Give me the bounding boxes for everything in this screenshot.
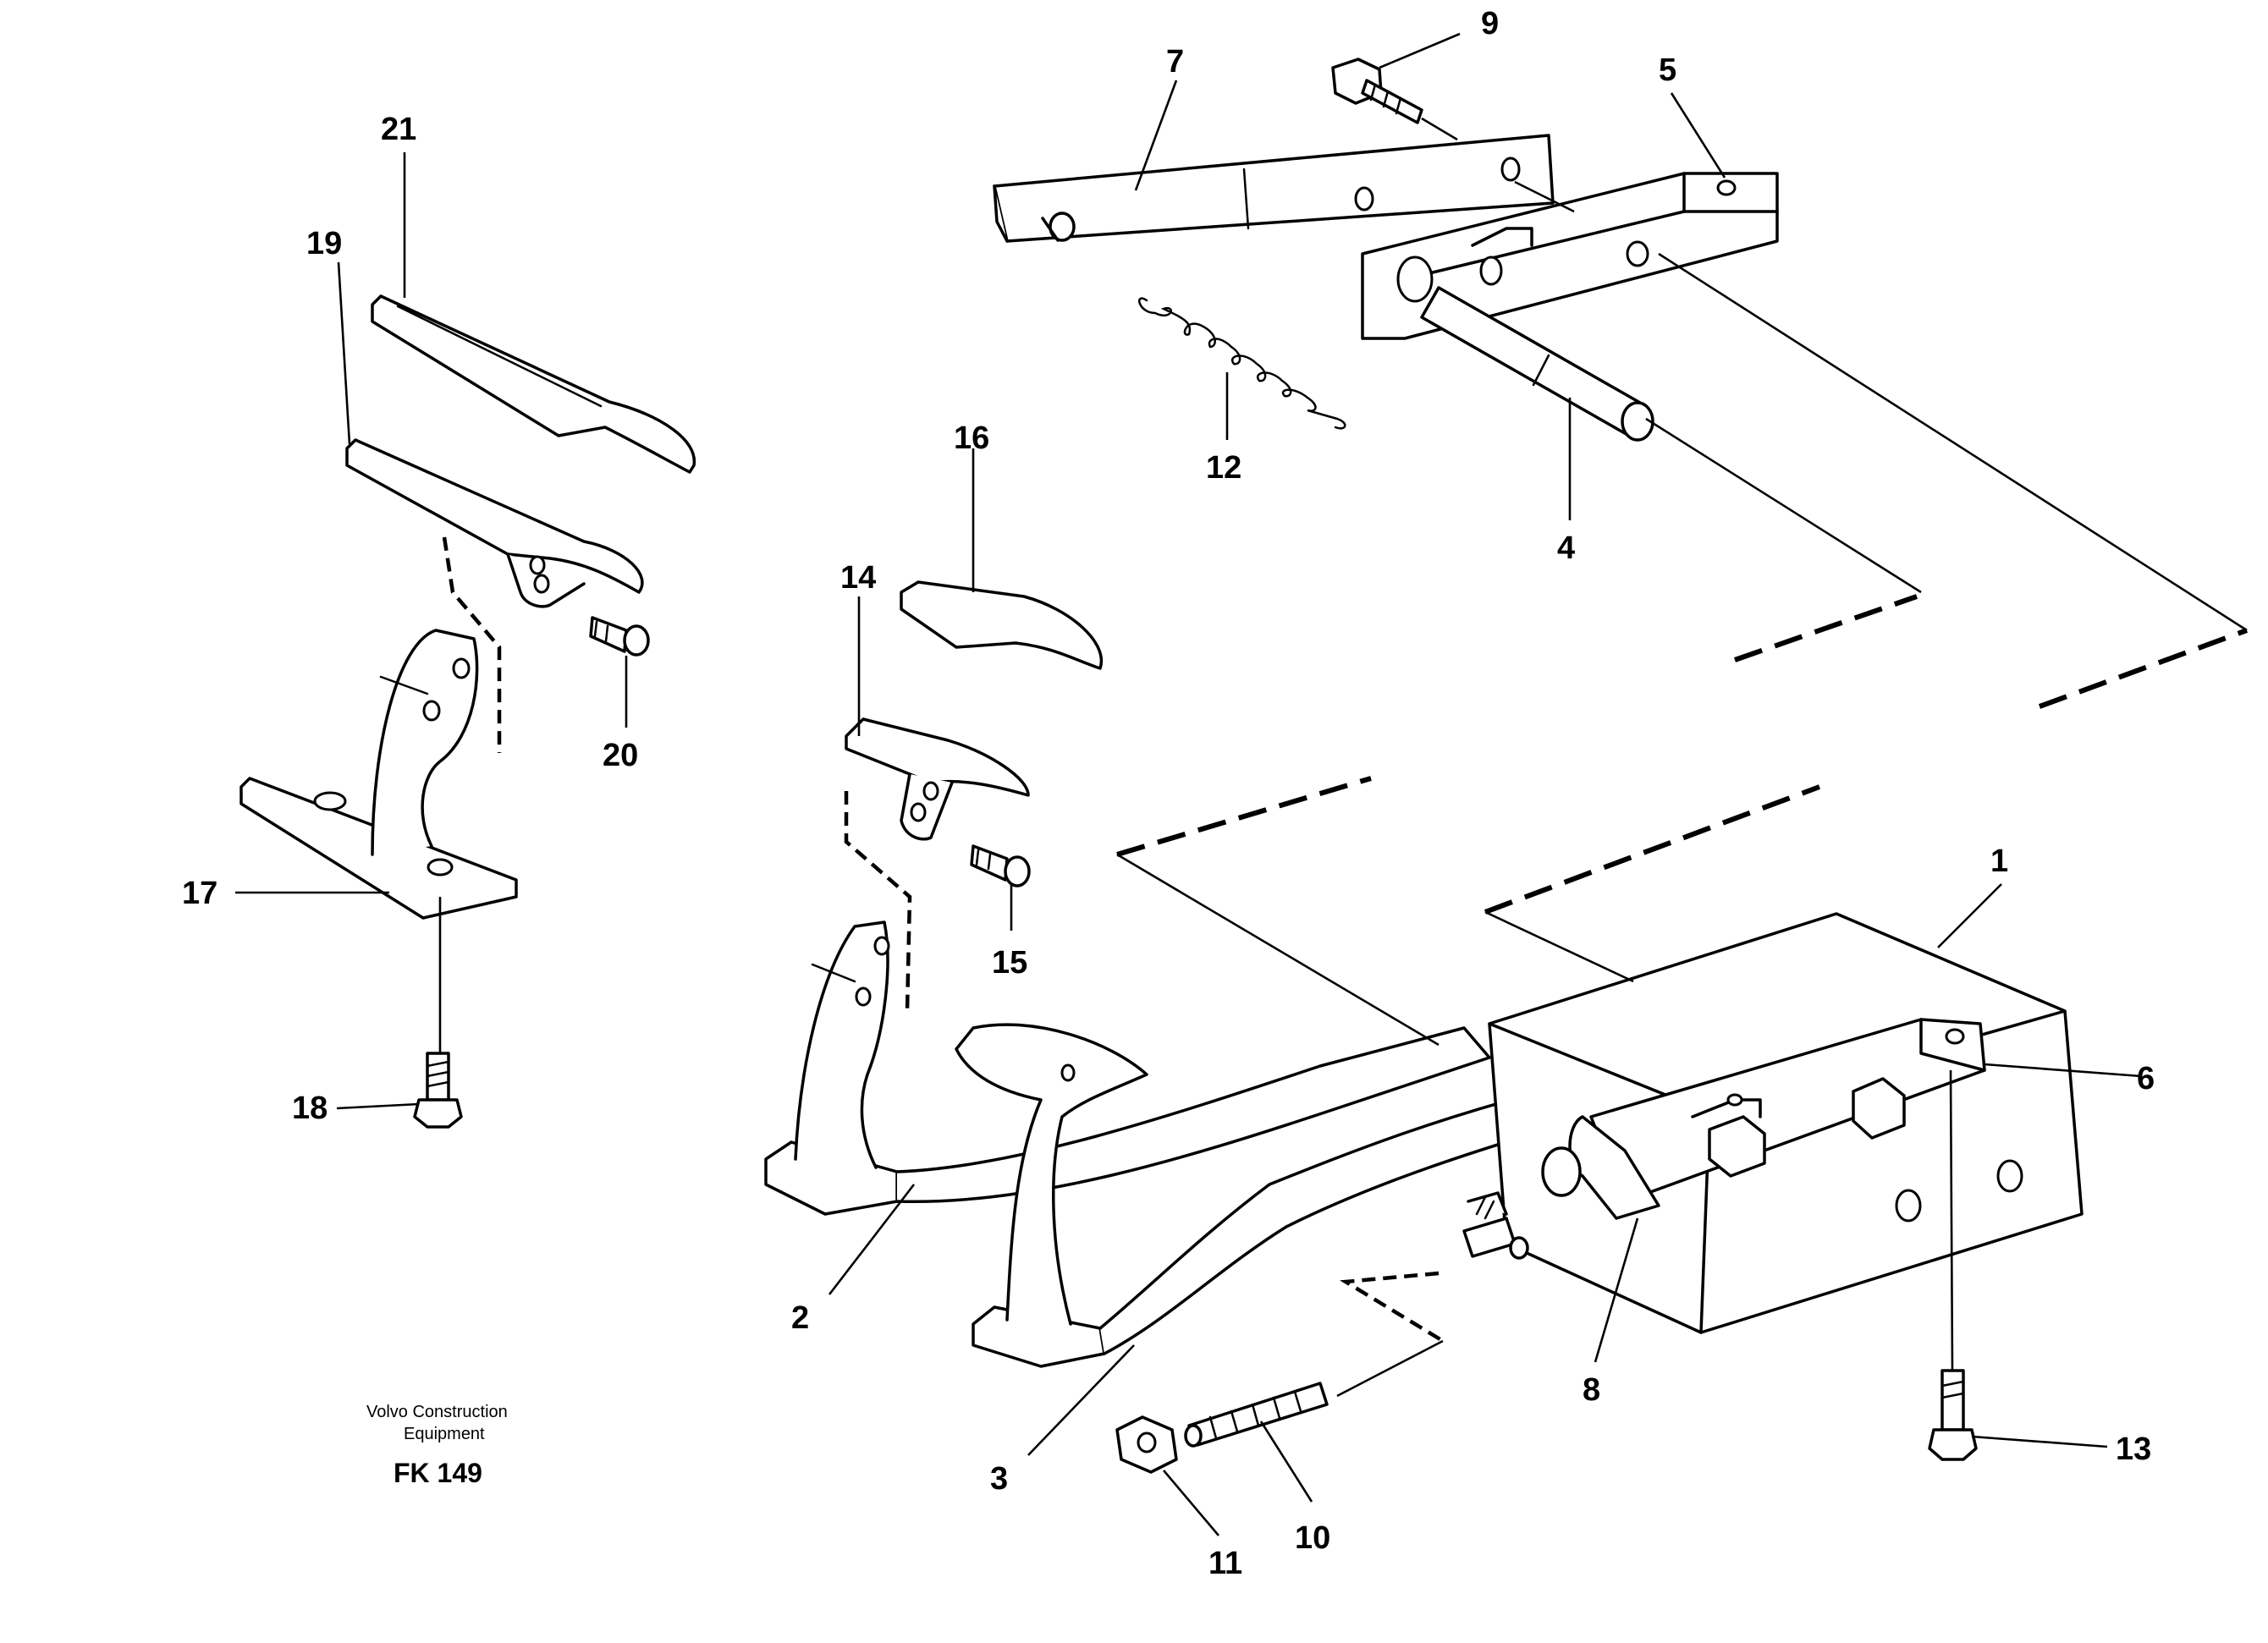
leader-10	[1259, 1420, 1313, 1503]
callout-17: 17	[182, 876, 217, 911]
callout-2: 2	[791, 1300, 809, 1336]
part-8-adjuster	[1462, 1191, 1529, 1260]
callout-10: 10	[1295, 1520, 1330, 1556]
leader-9	[1379, 32, 1461, 69]
leader-18	[336, 1102, 420, 1110]
assembly-line-1	[1484, 910, 1634, 983]
leader-2	[828, 1184, 916, 1295]
callout-5: 5	[1659, 52, 1676, 88]
leader-5	[1670, 92, 1726, 179]
assembly-line-7	[1514, 180, 1575, 213]
part-20-bolt	[589, 616, 650, 657]
part-10-spring-bolt	[1184, 1382, 1329, 1448]
part-13-bolt	[1928, 1369, 1978, 1461]
assembly-line-6-13	[1949, 1069, 1954, 1371]
caption-manufacturer-line2: Equipment	[404, 1425, 485, 1443]
callout-13: 13	[2116, 1431, 2151, 1467]
leader-13	[1971, 1435, 2108, 1448]
part-17-pedal-arm	[239, 629, 518, 920]
part-18-bolt	[413, 1052, 463, 1129]
part-7-lever-bracket	[993, 134, 1555, 243]
assembly-line-shaft-to-housing-d	[2038, 628, 2249, 709]
assembly-line-10	[1340, 1271, 1445, 1343]
leader-19	[337, 261, 351, 445]
leader-8	[1594, 1217, 1639, 1363]
part-14-pedal	[845, 717, 1030, 841]
callout-16: 16	[954, 420, 989, 456]
part-21-pedal-pad	[371, 294, 696, 474]
caption-figure-code: FK 149	[394, 1458, 482, 1488]
callout-18: 18	[292, 1091, 328, 1126]
assembly-line-2	[1116, 853, 1440, 1047]
callout-6: 6	[2137, 1061, 2155, 1096]
callout-7: 7	[1166, 44, 1184, 80]
callout-15: 15	[992, 945, 1027, 981]
assembly-line-14	[844, 791, 912, 1012]
callout-19: 19	[306, 226, 342, 261]
part-15-bolt	[970, 844, 1031, 887]
leader-1	[1937, 883, 2002, 948]
callout-9: 9	[1481, 6, 1499, 41]
leader-3	[1027, 1344, 1135, 1456]
callout-20: 20	[603, 738, 638, 773]
callout-14: 14	[840, 560, 876, 596]
assembly-line-9	[1421, 117, 1458, 141]
assembly-line-left-19-17	[442, 536, 502, 753]
leader-7	[1134, 80, 1178, 191]
caption-manufacturer-line1: Volvo Construction	[366, 1403, 508, 1421]
callout-12: 12	[1206, 450, 1241, 486]
assembly-line-4	[1645, 417, 1922, 594]
callout-8: 8	[1583, 1372, 1600, 1408]
part-11-nut	[1115, 1415, 1178, 1474]
part-8-link	[1541, 1115, 1660, 1220]
callout-3: 3	[990, 1461, 1008, 1497]
part-5-pivot-bracket	[1361, 172, 1779, 340]
assembly-line-5	[1658, 252, 2248, 632]
part-4-shaft	[1420, 286, 1654, 442]
part-16-pedal-pad	[900, 580, 1104, 670]
part-19-pedal-plate	[345, 438, 644, 608]
callout-1: 1	[1990, 843, 2008, 879]
callout-21: 21	[381, 112, 416, 147]
assembly-line-shaft-to-housing-c	[1734, 594, 1918, 662]
part-12-spring	[1138, 297, 1346, 430]
leader-6	[1984, 1063, 2142, 1078]
assembly-line-10-link	[1336, 1339, 1444, 1398]
assembly-line-shaft-to-housing-b	[1484, 784, 1821, 915]
callout-4: 4	[1557, 530, 1575, 566]
leader-11	[1163, 1470, 1219, 1536]
assembly-line-shaft-to-housing-a	[1116, 776, 1372, 857]
part-9-bolt	[1331, 58, 1423, 124]
callout-11: 11	[1208, 1546, 1242, 1581]
